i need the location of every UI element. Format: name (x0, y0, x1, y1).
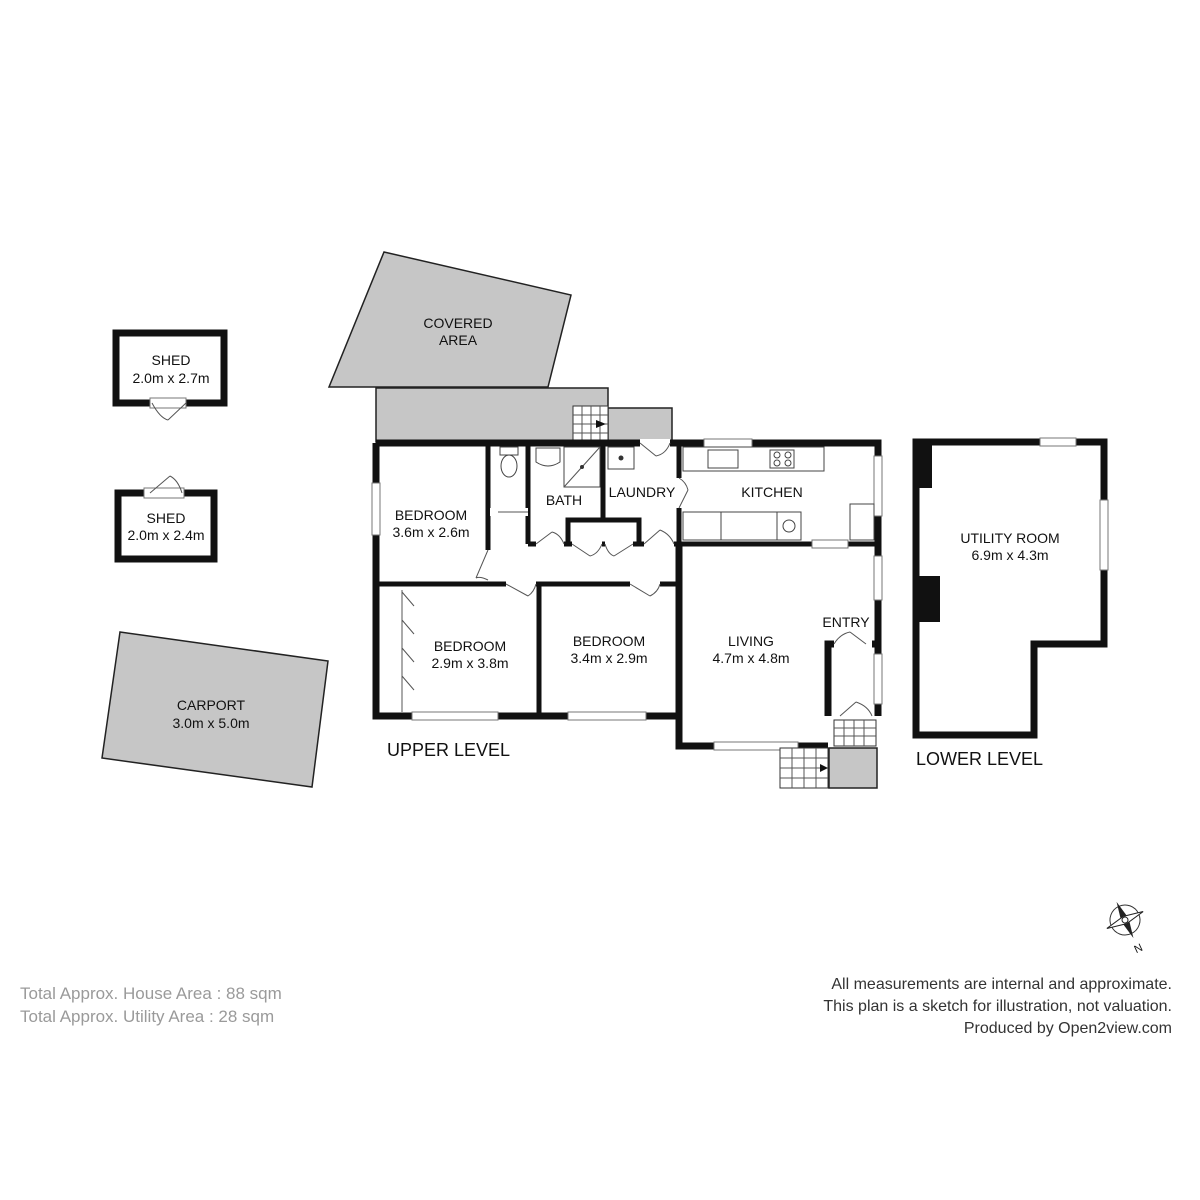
utility-room-size: 6.9m x 4.3m (971, 547, 1048, 563)
living-size: 4.7m x 4.8m (712, 650, 789, 666)
lower-level-title: LOWER LEVEL (916, 749, 1043, 769)
kitchen-label: KITCHEN (741, 484, 802, 500)
house-area-text: Total Approx. House Area : 88 sqm (20, 984, 282, 1003)
laundry-tub-icon (607, 446, 635, 470)
shed-lower: SHED 2.0m x 2.4m (114, 475, 218, 563)
compass-rose-icon: N (1106, 901, 1145, 956)
covered-area: COVERED AREA (327, 251, 673, 443)
bath-label: BATH (546, 492, 582, 508)
kitchen-bench (682, 446, 875, 541)
living-name: LIVING (728, 633, 774, 649)
shed-2-name: SHED (147, 510, 186, 526)
bedroom-2-size: 2.9m x 3.8m (431, 655, 508, 671)
area-summary: Total Approx. House Area : 88 sqm Total … (20, 982, 282, 1028)
basin-icon (535, 447, 561, 467)
toilet-icon (499, 446, 519, 478)
upper-level-title: UPPER LEVEL (387, 740, 510, 760)
utility-area-text: Total Approx. Utility Area : 28 sqm (20, 1007, 275, 1026)
shed-upper: SHED 2.0m x 2.7m (112, 329, 228, 421)
compass-north-label: N (1132, 942, 1144, 956)
covered-area-line1: COVERED (423, 315, 492, 331)
upper-level: COVERED AREA (327, 251, 883, 789)
bedroom-1-name: BEDROOM (395, 507, 467, 523)
bedroom-3-name: BEDROOM (573, 633, 645, 649)
shed-2-size: 2.0m x 2.4m (127, 527, 204, 543)
utility-room-name: UTILITY ROOM (960, 530, 1059, 546)
shower-icon (563, 446, 601, 488)
carport: CARPORT 3.0m x 5.0m (101, 631, 329, 788)
bedroom-1-size: 3.6m x 2.6m (392, 524, 469, 540)
back-steps (572, 405, 609, 443)
lower-level: UTILITY ROOM 6.9m x 4.3m LOWER LEVEL (912, 437, 1109, 769)
disclaimer: All measurements are internal and approx… (823, 974, 1172, 1040)
producer-credit: Produced by Open2view.com (963, 1020, 1172, 1037)
carport-size: 3.0m x 5.0m (172, 715, 249, 731)
carport-name: CARPORT (177, 697, 246, 713)
covered-area-line2: AREA (439, 332, 478, 348)
laundry-label: LAUNDRY (609, 484, 676, 500)
disclaimer-line-1: All measurements are internal and approx… (831, 976, 1172, 993)
front-steps (779, 719, 878, 789)
shed-1-name: SHED (152, 352, 191, 368)
entry-label: ENTRY (822, 614, 870, 630)
disclaimer-line-2: This plan is a sketch for illustration, … (823, 998, 1172, 1015)
bedroom-3-size: 3.4m x 2.9m (570, 650, 647, 666)
bedroom-2-name: BEDROOM (434, 638, 506, 654)
shed-1-size: 2.0m x 2.7m (132, 370, 209, 386)
